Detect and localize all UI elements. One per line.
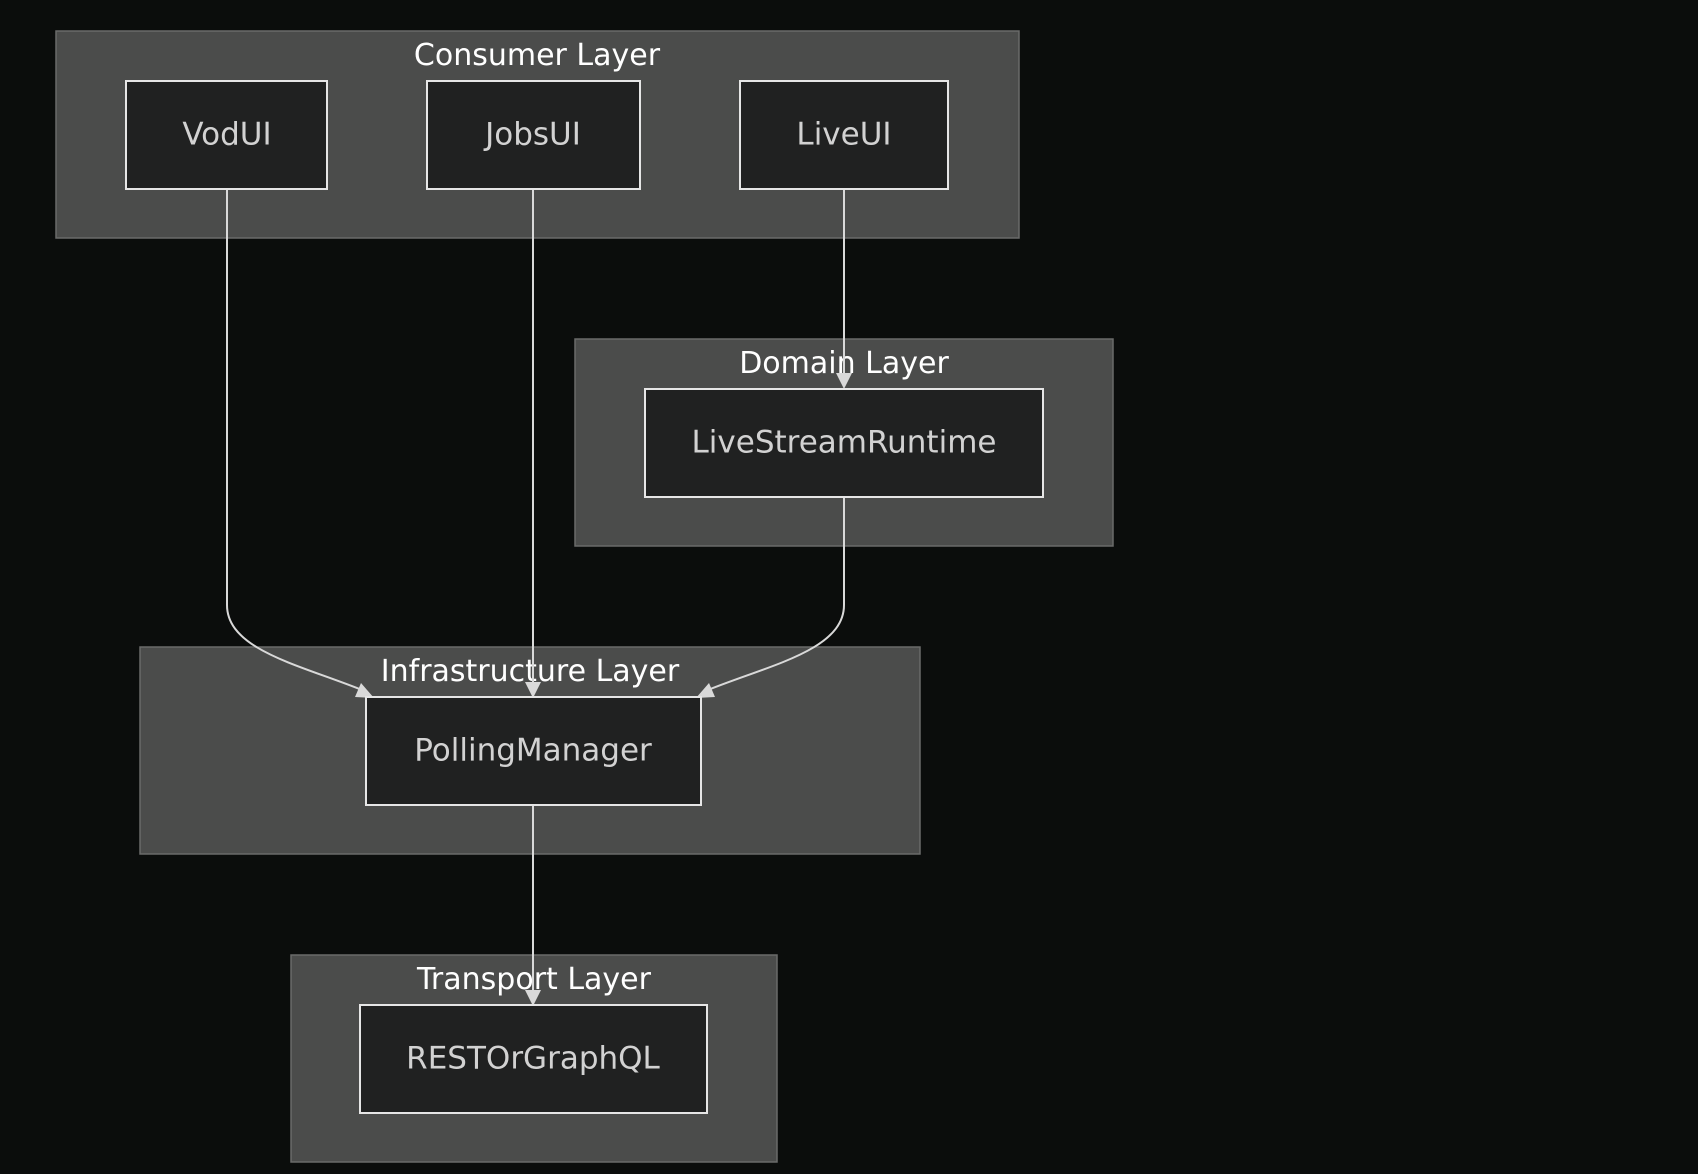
- arrowhead-pollingmanager-edge: [525, 990, 541, 1006]
- arrowhead-livestreamruntime-edge: [696, 683, 715, 698]
- node-jobsui-label: JobsUI: [483, 117, 581, 153]
- consumer-layer-title: Consumer Layer: [414, 38, 661, 73]
- node-livestreamruntime: LiveStreamRuntime: [644, 388, 1044, 498]
- node-liveui-label: LiveUI: [796, 117, 891, 153]
- edge-livestreamruntime-to-pollingmanager: [707, 497, 845, 691]
- arrowhead-liveui-edge: [836, 373, 852, 389]
- edges: [226, 189, 852, 1006]
- node-restorgraphql: RESTOrGraphQL: [359, 1004, 708, 1114]
- node-jobsui: JobsUI: [426, 80, 641, 190]
- node-vodui: VodUI: [125, 80, 328, 190]
- node-pollingmanager: PollingManager: [365, 696, 702, 806]
- node-livestreamruntime-label: LiveStreamRuntime: [692, 425, 997, 461]
- node-vodui-label: VodUI: [182, 117, 271, 153]
- arrowhead-jobsui-edge: [525, 682, 541, 698]
- node-liveui: LiveUI: [739, 80, 949, 190]
- node-pollingmanager-label: PollingManager: [414, 733, 652, 769]
- arrowhead-vodui-edge: [355, 683, 374, 698]
- edge-vodui-to-pollingmanager: [226, 189, 363, 691]
- node-restorgraphql-label: RESTOrGraphQL: [406, 1041, 660, 1077]
